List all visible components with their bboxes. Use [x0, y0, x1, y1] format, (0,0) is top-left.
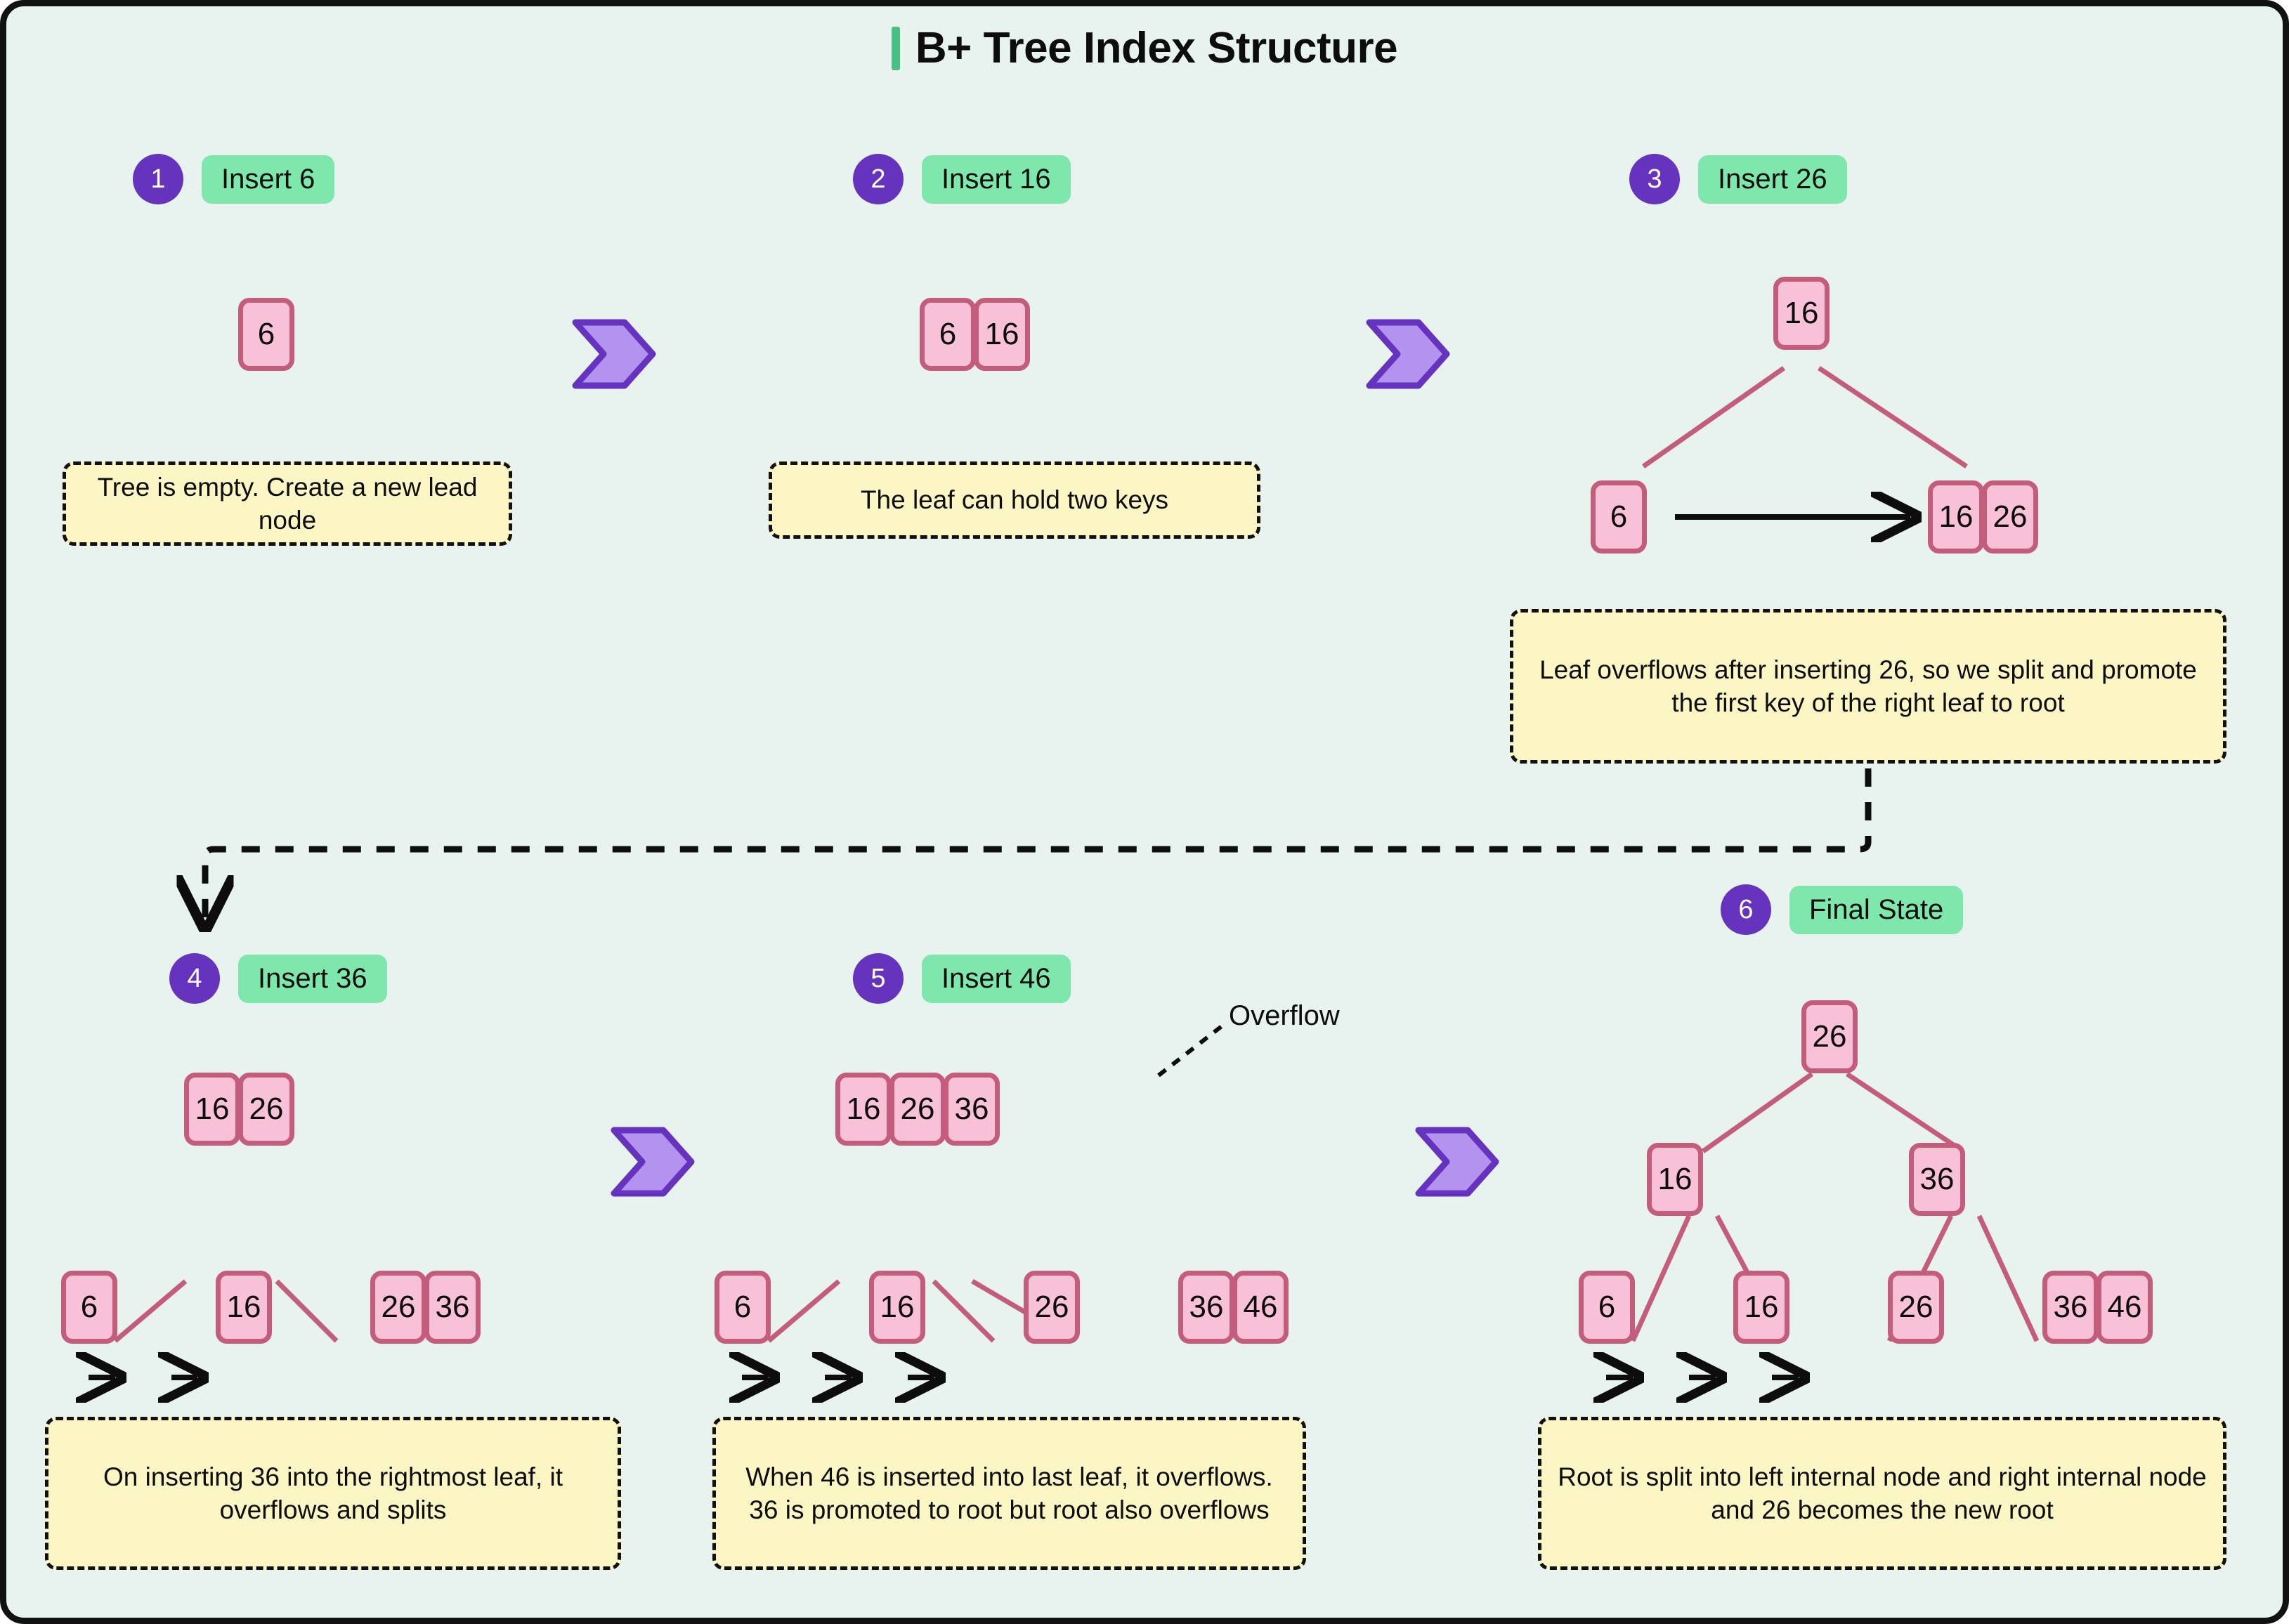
- step4-leaf-node-0: 6: [61, 1271, 117, 1344]
- key-cell: 36: [944, 1073, 1000, 1146]
- step-header-2: 2 Insert 16: [853, 154, 1071, 204]
- key-cell: 16: [1647, 1143, 1703, 1216]
- step-number-badge-4: 4: [169, 953, 220, 1004]
- title-text: B+ Tree Index Structure: [915, 24, 1398, 72]
- step-number-badge-5: 5: [853, 953, 904, 1004]
- page-title: B+ Tree Index Structure: [6, 23, 2283, 73]
- overflow-pointer-line: [1157, 1021, 1227, 1078]
- step6-leaf-node-3: 36 46: [2042, 1271, 2153, 1344]
- overflow-annotation-label: Overflow: [1229, 1000, 1340, 1031]
- step-header-4: 4 Insert 36: [169, 953, 387, 1004]
- key-cell: 16: [835, 1073, 892, 1146]
- step4-leaf-node-1: 16: [216, 1271, 272, 1344]
- key-cell: 26: [1982, 480, 2038, 554]
- step1-note-callout: Tree is empty. Create a new lead node: [63, 461, 512, 546]
- step3-tree-edges: [1641, 366, 1968, 469]
- key-cell: 6: [715, 1271, 771, 1344]
- step6-root-node: 26: [1801, 1000, 1858, 1073]
- step-number-badge-6: 6: [1721, 884, 1771, 935]
- step2-note-callout: The leaf can hold two keys: [769, 461, 1260, 539]
- step-header-6: 6 Final State: [1721, 884, 1964, 935]
- step-label-pill-5[interactable]: Insert 46: [922, 954, 1071, 1003]
- step3-note-callout: Leaf overflows after inserting 26, so we…: [1510, 609, 2226, 764]
- key-cell: 36: [424, 1271, 481, 1344]
- key-cell: 46: [1232, 1271, 1289, 1344]
- step4-root-node: 16 26: [184, 1073, 294, 1146]
- step5-leaf-node-0: 6: [715, 1271, 771, 1344]
- step5-leaf-node-1: 16: [869, 1271, 925, 1344]
- step-header-1: 1 Insert 6: [133, 154, 335, 204]
- step-number-badge-2: 2: [853, 154, 904, 204]
- step-header-5: 5 Insert 46: [853, 953, 1071, 1004]
- chevron-arrow-1-2-icon: [572, 319, 656, 389]
- step-label-pill-1[interactable]: Insert 6: [202, 155, 335, 204]
- key-cell: 16: [1773, 277, 1830, 350]
- step3-to-step4-connector: [205, 768, 1872, 919]
- key-cell: 26: [889, 1073, 946, 1146]
- step6-note-callout: Root is split into left internal node an…: [1538, 1417, 2226, 1570]
- key-cell: 36: [2042, 1271, 2099, 1344]
- key-cell: 16: [184, 1073, 240, 1146]
- step2-leaf-node-0: 6 16: [920, 298, 1030, 371]
- key-cell: 16: [216, 1271, 272, 1344]
- step5-leaf-node-2: 26: [1024, 1271, 1080, 1344]
- step3-leaf-node-1: 16 26: [1928, 480, 2038, 554]
- chevron-arrow-5-6-icon: [1415, 1127, 1499, 1197]
- step3-leaf-node-0: 6: [1591, 480, 1647, 554]
- key-cell: 46: [2096, 1271, 2153, 1344]
- key-cell: 16: [974, 298, 1030, 371]
- step3-root-node: 16: [1773, 277, 1830, 350]
- step1-leaf-node-0: 6: [238, 298, 294, 371]
- key-cell: 26: [1024, 1271, 1080, 1344]
- key-cell: 26: [238, 1073, 294, 1146]
- key-cell: 26: [370, 1271, 426, 1344]
- step5-note-callout: When 46 is inserted into last leaf, it o…: [712, 1417, 1306, 1570]
- step-label-pill-6[interactable]: Final State: [1789, 885, 1964, 934]
- step4-note-callout: On inserting 36 into the rightmost leaf,…: [45, 1417, 621, 1570]
- chevron-arrow-2-3-icon: [1366, 319, 1450, 389]
- key-cell: 6: [1591, 480, 1647, 554]
- step6-leaf-node-1: 16: [1733, 1271, 1789, 1344]
- key-cell: 16: [869, 1271, 925, 1344]
- step6-leaf-node-0: 6: [1579, 1271, 1635, 1344]
- key-cell: 6: [238, 298, 294, 371]
- step6-internal-node-left: 16: [1647, 1143, 1703, 1216]
- key-cell: 6: [920, 298, 976, 371]
- title-accent-bar: [891, 26, 900, 70]
- step5-leaf-node-3: 36 46: [1178, 1271, 1289, 1344]
- step-header-3: 3 Insert 26: [1629, 154, 1847, 204]
- edges-layer: [6, 319, 2040, 1624]
- step-label-pill-4[interactable]: Insert 36: [238, 954, 387, 1003]
- key-cell: 6: [1579, 1271, 1635, 1344]
- step-label-pill-3[interactable]: Insert 26: [1698, 155, 1847, 204]
- key-cell: 6: [61, 1271, 117, 1344]
- step6-internal-node-right: 36: [1909, 1143, 1965, 1216]
- step6-leaf-node-2: 26: [1888, 1271, 1944, 1344]
- key-cell: 26: [1801, 1000, 1858, 1073]
- key-cell: 26: [1888, 1271, 1944, 1344]
- step-number-badge-3: 3: [1629, 154, 1680, 204]
- step-number-badge-1: 1: [133, 154, 183, 204]
- key-cell: 16: [1733, 1271, 1789, 1344]
- step5-root-node: 16 26 36: [835, 1073, 1000, 1146]
- key-cell: 16: [1928, 480, 1984, 554]
- step-label-pill-2[interactable]: Insert 16: [922, 155, 1071, 204]
- key-cell: 36: [1178, 1271, 1234, 1344]
- chevron-arrow-4-5-icon: [611, 1127, 695, 1197]
- step4-leaf-node-2: 26 36: [370, 1271, 481, 1344]
- key-cell: 36: [1909, 1143, 1965, 1216]
